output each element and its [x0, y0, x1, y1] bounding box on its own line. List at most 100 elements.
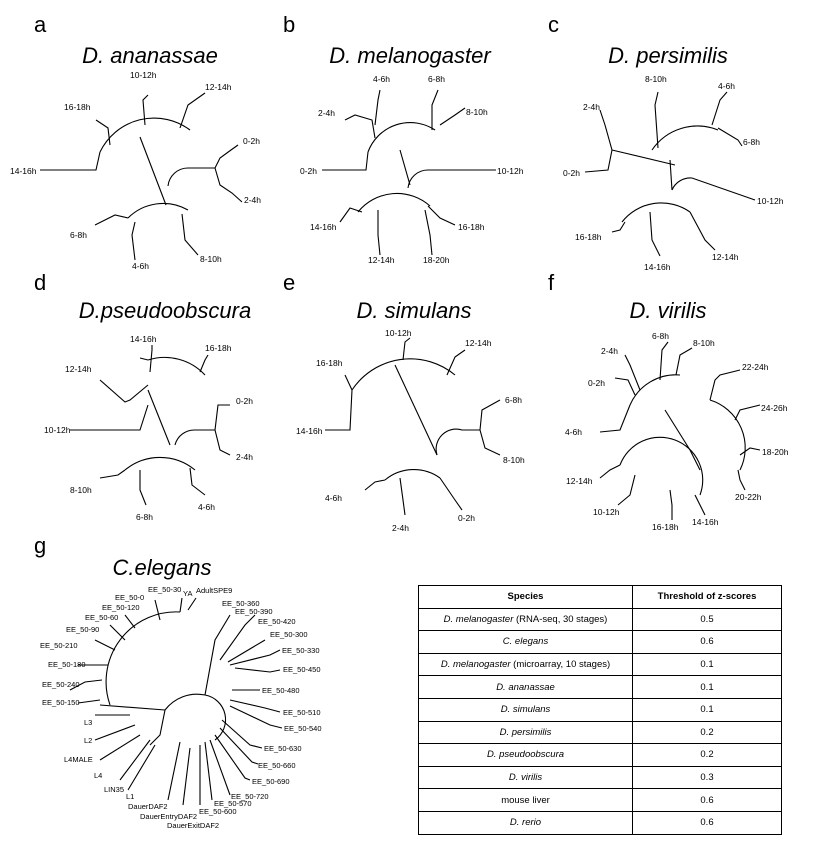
panel-e: e D. simulans 10-12h 12-14h 16-18h 14-16… [283, 270, 525, 533]
leaf-label: EE_50-690 [252, 777, 290, 786]
leaf-label: 4-6h [373, 74, 390, 84]
leaf-label: 2-4h [601, 346, 618, 356]
table-row: D. virilis 0.3 [418, 765, 782, 790]
leaf-label: EE_50-630 [264, 744, 302, 753]
leaf-label: 8-10h [503, 455, 525, 465]
leaf-label: 8-10h [466, 107, 488, 117]
panel-title-b: D. melanogaster [329, 43, 492, 68]
table-row: D. persimilis 0.2 [418, 720, 782, 745]
species-note: (microarray, 10 stages) [510, 659, 611, 671]
leaf-label: EE_50-390 [235, 607, 273, 616]
threshold-cell: 0.5 [632, 607, 782, 632]
leaf-label: 4-6h [718, 81, 735, 91]
leaf-label: LIN35 [104, 785, 124, 794]
species-cell: D. melanogaster (RNA-seq, 30 stages) [418, 607, 633, 632]
leaf-label: EE_50-720 [231, 792, 269, 801]
panel-letter-a: a [34, 12, 47, 37]
species-italic: D. ananassae [496, 681, 555, 693]
leaf-label: EE_50-540 [284, 724, 322, 733]
threshold-cell: 0.1 [632, 652, 782, 677]
leaf-label: EE_50-330 [282, 646, 320, 655]
leaf-label: 0-2h [300, 166, 317, 176]
table-row: D. melanogaster (RNA-seq, 30 stages) 0.5 [418, 607, 782, 632]
leaf-label: EE_50-120 [102, 603, 140, 612]
column-header-species: Species [418, 585, 633, 609]
panel-letter-c: c [548, 12, 559, 37]
leaf-label: 18-20h [423, 255, 450, 265]
leaf-label: 8-10h [200, 254, 222, 264]
leaf-label: L3 [84, 718, 92, 727]
panel-letter-d: d [34, 270, 46, 295]
panel-title-e: D. simulans [357, 298, 472, 323]
panel-title-a: D. ananassae [82, 43, 218, 68]
leaf-label: 0-2h [236, 396, 253, 406]
table-row: C. elegans 0.6 [418, 630, 782, 654]
leaf-label: 12-14h [205, 82, 232, 92]
leaf-label: 2-4h [392, 523, 409, 533]
leaf-label: 6-8h [505, 395, 522, 405]
table-row: D. ananassae 0.1 [418, 675, 782, 699]
threshold-cell: 0.1 [632, 675, 782, 699]
threshold-cell: 0.2 [632, 720, 782, 745]
leaf-label: 12-14h [465, 338, 492, 348]
leaf-label: 8-10h [70, 485, 92, 495]
leaf-label: EE_50-420 [258, 617, 296, 626]
panel-letter-b: b [283, 12, 295, 37]
leaf-label: 16-18h [316, 358, 343, 368]
leaf-label: 24-26h [761, 403, 788, 413]
table-row: D. pseudoobscura 0.2 [418, 743, 782, 767]
threshold-cell: 0.3 [632, 765, 782, 790]
species-cell: C. elegans [418, 630, 633, 654]
leaf-label: EE_50-90 [66, 625, 99, 634]
leaf-label: 14-16h [296, 426, 323, 436]
leaf-label: 6-8h [428, 74, 445, 84]
leaf-label: 10-12h [44, 425, 71, 435]
panel-letter-g: g [34, 533, 46, 558]
leaf-label: 2-4h [244, 195, 261, 205]
table-row: D. rerio 0.6 [418, 810, 782, 835]
leaf-label: EE_50-660 [258, 761, 296, 770]
leaf-label: 14-16h [310, 222, 337, 232]
species-cell: D. pseudoobscura [418, 743, 633, 767]
species-cell: D. rerio [418, 810, 633, 835]
dendrogram-d [70, 345, 231, 506]
threshold-cell: 0.2 [632, 743, 782, 767]
panel-letter-f: f [548, 270, 555, 295]
species-italic: D. persimilis [499, 726, 552, 738]
leaf-label: 12-14h [65, 364, 92, 374]
panel-b: b D. melanogaster 4-6h 6-8h 2-4h 8-10h 0… [283, 12, 524, 265]
leaf-label: 14-16h [692, 517, 719, 527]
leaf-label: EE_50-180 [48, 660, 86, 669]
leaf-label: 12-14h [368, 255, 395, 265]
leaf-label: 2-4h [236, 452, 253, 462]
panel-d: d D.pseudoobscura 14-16h 16-18h 12-14h 1… [34, 270, 253, 522]
leaf-label: 4-6h [325, 493, 342, 503]
leaf-label: 12-14h [712, 252, 739, 262]
threshold-cell: 0.6 [632, 630, 782, 654]
leaf-label: YA [183, 589, 192, 598]
leaf-label: 8-10h [645, 74, 667, 84]
leaf-label: 22-24h [742, 362, 769, 372]
leaf-label: EE_50-240 [42, 680, 80, 689]
column-header-threshold: Threshold of z-scores [632, 585, 782, 609]
leaf-label: 0-2h [243, 136, 260, 146]
leaf-label: 10-12h [130, 70, 157, 80]
leaf-label: 4-6h [132, 261, 149, 271]
leaf-label: 0-2h [588, 378, 605, 388]
leaf-label: 0-2h [563, 168, 580, 178]
dendrogram-c [584, 91, 756, 257]
leaf-label: L4 [94, 771, 102, 780]
species-cell: D. melanogaster (microarray, 10 stages) [418, 652, 633, 677]
leaf-label: 16-18h [458, 222, 485, 232]
species-note: (RNA-seq, 30 stages) [513, 613, 608, 625]
leaf-label: 6-8h [743, 137, 760, 147]
leaf-label: 10-12h [593, 507, 620, 517]
leaf-label: EE_50-30 [148, 585, 181, 594]
panel-title-f: D. virilis [630, 298, 707, 323]
leaf-label: 6-8h [70, 230, 87, 240]
species-cell: D. ananassae [418, 675, 633, 699]
species-cell: mouse liver [418, 788, 633, 812]
leaf-label: 14-16h [644, 262, 671, 272]
threshold-table: Species Threshold of z-scores D. melanog… [418, 585, 782, 835]
species-cell: D. persimilis [418, 720, 633, 745]
